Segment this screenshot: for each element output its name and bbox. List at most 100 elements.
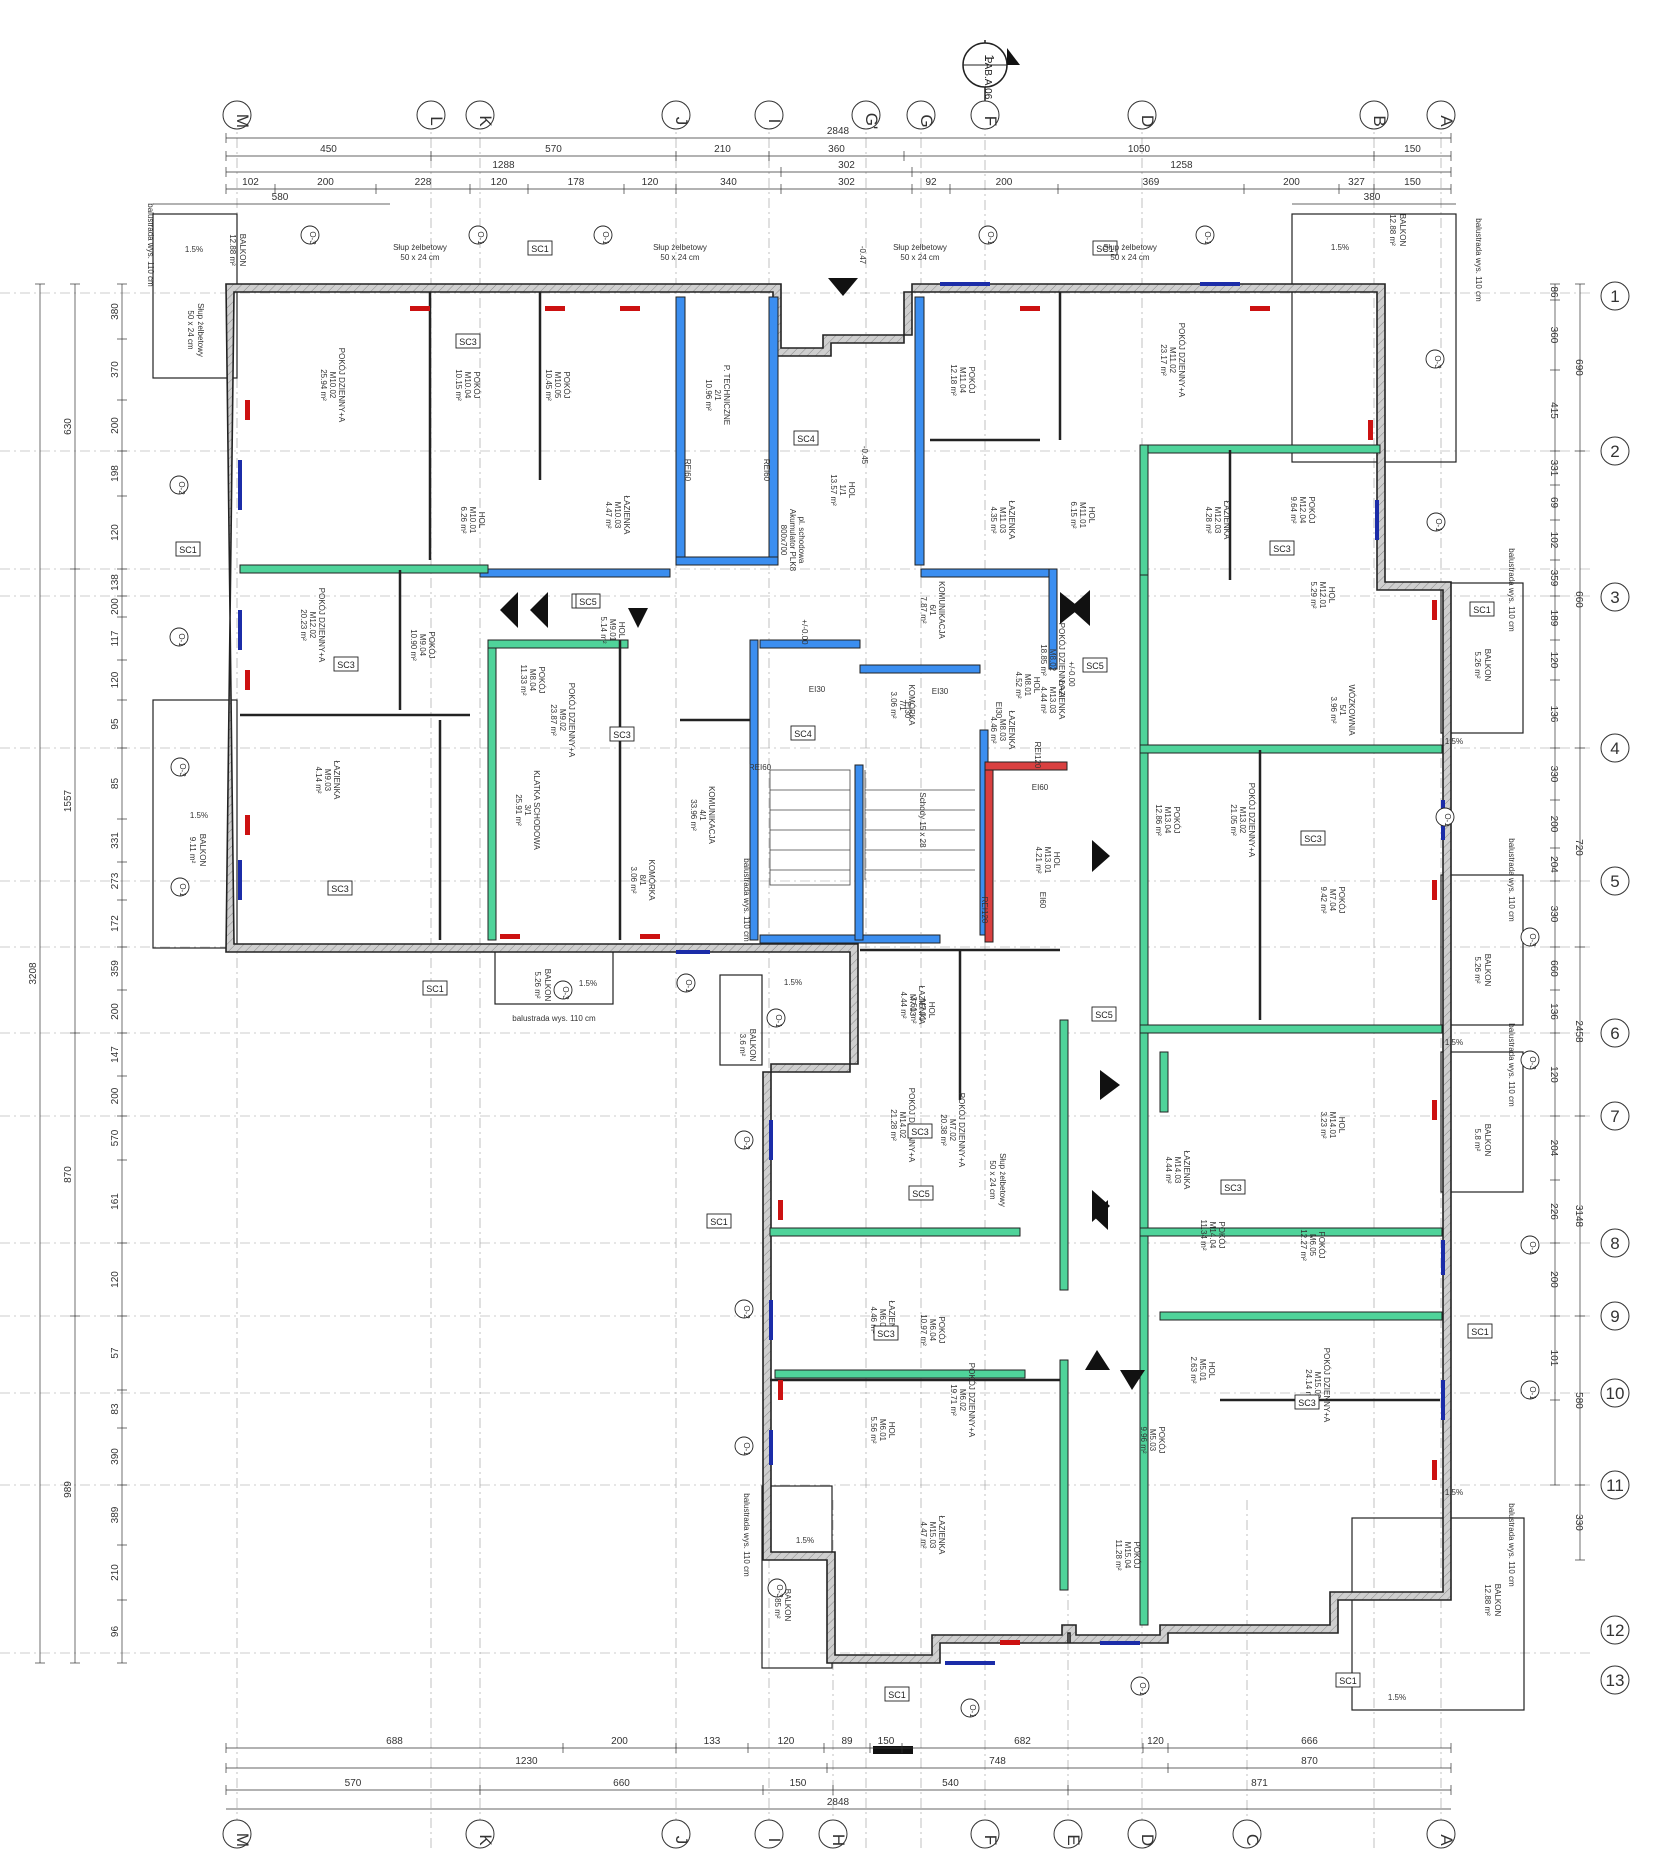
room-name: HOL [847, 482, 856, 499]
room-area: 3.06 m² [629, 866, 638, 893]
sc-tag: SC3 [337, 660, 355, 670]
axis-label: 3 [1610, 588, 1619, 607]
dimension-value: 1050 [1128, 144, 1151, 155]
room-area: 24.14 m² [1304, 1369, 1313, 1401]
room-id: 8/1 [638, 874, 647, 886]
dimension-value: 273 [110, 872, 121, 889]
slope-note: 1.5% [1331, 243, 1349, 252]
dimension-value: 580 [1573, 1392, 1584, 1409]
dimension-value: 989 [63, 1481, 74, 1498]
room-name: ŁAZIENKA [1007, 711, 1016, 750]
sc-tag-box [1300, 830, 1326, 846]
window-type: O-1 [1138, 1682, 1147, 1696]
outer-wall [225, 283, 1452, 1664]
balconies [152, 213, 1525, 1711]
room-id: M6.01 [878, 1419, 887, 1442]
balcony-area: 5.26 m² [1473, 651, 1482, 678]
sc-tag-box [1082, 657, 1108, 673]
axis-label: I [765, 1838, 784, 1843]
room-id: 7/1 [898, 699, 907, 711]
room-name: HOL [1207, 1362, 1216, 1379]
partitions [240, 292, 1440, 1402]
dimension-value: 200 [996, 177, 1013, 188]
room-id: M5.03 [1148, 1429, 1157, 1452]
dimension-value: 200 [1283, 177, 1300, 188]
room-id: 1/1 [838, 484, 847, 496]
fire-rating: EI30 [903, 702, 912, 719]
axis-bubble [1127, 100, 1157, 130]
dimension-value: 660 [1573, 591, 1584, 608]
dimension-value: 660 [613, 1778, 630, 1789]
axis-label: 10 [1606, 1384, 1625, 1403]
dimension-value: 150 [1404, 177, 1421, 188]
balcony-label: BALKON [198, 834, 207, 867]
dimension-total: 2848 [827, 1797, 850, 1808]
sc-tag: SC1 [426, 984, 444, 994]
railing-note: balustrada wys. 110 cm [512, 1014, 596, 1023]
level-note: +/-0.00 [1067, 661, 1076, 687]
dimension-value: 570 [110, 1129, 121, 1146]
dimension-value: 86 [1548, 286, 1559, 298]
balcony-label: BALKON [1483, 1124, 1492, 1157]
room-id: M7.01 [918, 999, 927, 1022]
room-area: 3.96 m² [1329, 696, 1338, 723]
balcony-area: 5.8 m² [1473, 1129, 1482, 1152]
balcony-label: BALKON [1493, 1584, 1502, 1617]
axis-label: A [1437, 1834, 1456, 1846]
axis-label: 13 [1606, 1671, 1625, 1690]
window-type: O-3 [178, 763, 187, 777]
room-name: ŁAZIENKA [937, 1516, 946, 1555]
balcony-bottom-right [1351, 1517, 1525, 1711]
room-name: ŁAZIENKA [1007, 501, 1016, 540]
column-size: 50 x 24 cm [400, 253, 439, 262]
dimension-value: 120 [778, 1736, 795, 1747]
room-area: 12.86 m² [1154, 804, 1163, 836]
sc-tag: SC3 [1298, 1398, 1316, 1408]
axis-label: J [672, 117, 691, 126]
dimension-value: 120 [110, 671, 121, 688]
window-type-marker [767, 1578, 787, 1598]
room-area: 5.29 m² [1309, 581, 1318, 608]
balcony-center [719, 974, 763, 1066]
dimension-value: 870 [1301, 1756, 1318, 1767]
section-number: 1 [982, 54, 997, 61]
room-id: M11.01 [1078, 502, 1087, 529]
room-name: POKÓJ [1157, 1426, 1166, 1453]
dimension-value: 690 [1573, 359, 1584, 376]
dimension-value: 150 [790, 1778, 807, 1789]
railing-note: balustrada wys. 110 cm [742, 858, 751, 942]
axis-bubble [222, 1819, 252, 1849]
dimension-value: 69 [1548, 497, 1559, 509]
exterior-walls [225, 283, 1452, 1664]
room-id: M10.04 [463, 372, 472, 399]
level-note: -0.45 [860, 446, 869, 465]
windows [238, 282, 1445, 1665]
fire-rating: EI60 [1032, 783, 1049, 792]
axis-bubble [754, 1819, 784, 1849]
room-name: ŁAZIENKA [622, 496, 631, 535]
level-note: +/-0.00 [800, 619, 809, 645]
sc-tag-box [793, 430, 819, 446]
window-type-marker [1426, 512, 1446, 532]
blue-walls [479, 296, 1058, 944]
balcony-area: 5.85 m² [773, 1591, 782, 1618]
room-id: M9.02 [558, 709, 567, 732]
window-type-marker [553, 980, 573, 1000]
railing-note: balustrada wys. 110 cm [1474, 218, 1483, 302]
sc-tag-box [575, 593, 601, 609]
axis-label: 9 [1610, 1307, 1619, 1326]
window-type: O-1 [1203, 231, 1212, 245]
room-id: 3/1 [523, 804, 532, 816]
dimension-value: 200 [317, 177, 334, 188]
room-name: POKÓJ DZIENNY+A [1057, 623, 1066, 698]
room-id: M10.05 [553, 372, 562, 399]
room-area: 11.34 m² [1199, 1220, 1208, 1251]
dimension-value: 302 [838, 177, 855, 188]
axis-bubble [1600, 1470, 1630, 1500]
room-area: 6.15 m² [1069, 501, 1078, 528]
sc-tag: SC1 [1096, 244, 1114, 254]
axis-bubble [1600, 1301, 1630, 1331]
window-type-marker [766, 1008, 786, 1028]
axis-bubble [1600, 1378, 1630, 1408]
room-id: M10.03 [613, 502, 622, 529]
